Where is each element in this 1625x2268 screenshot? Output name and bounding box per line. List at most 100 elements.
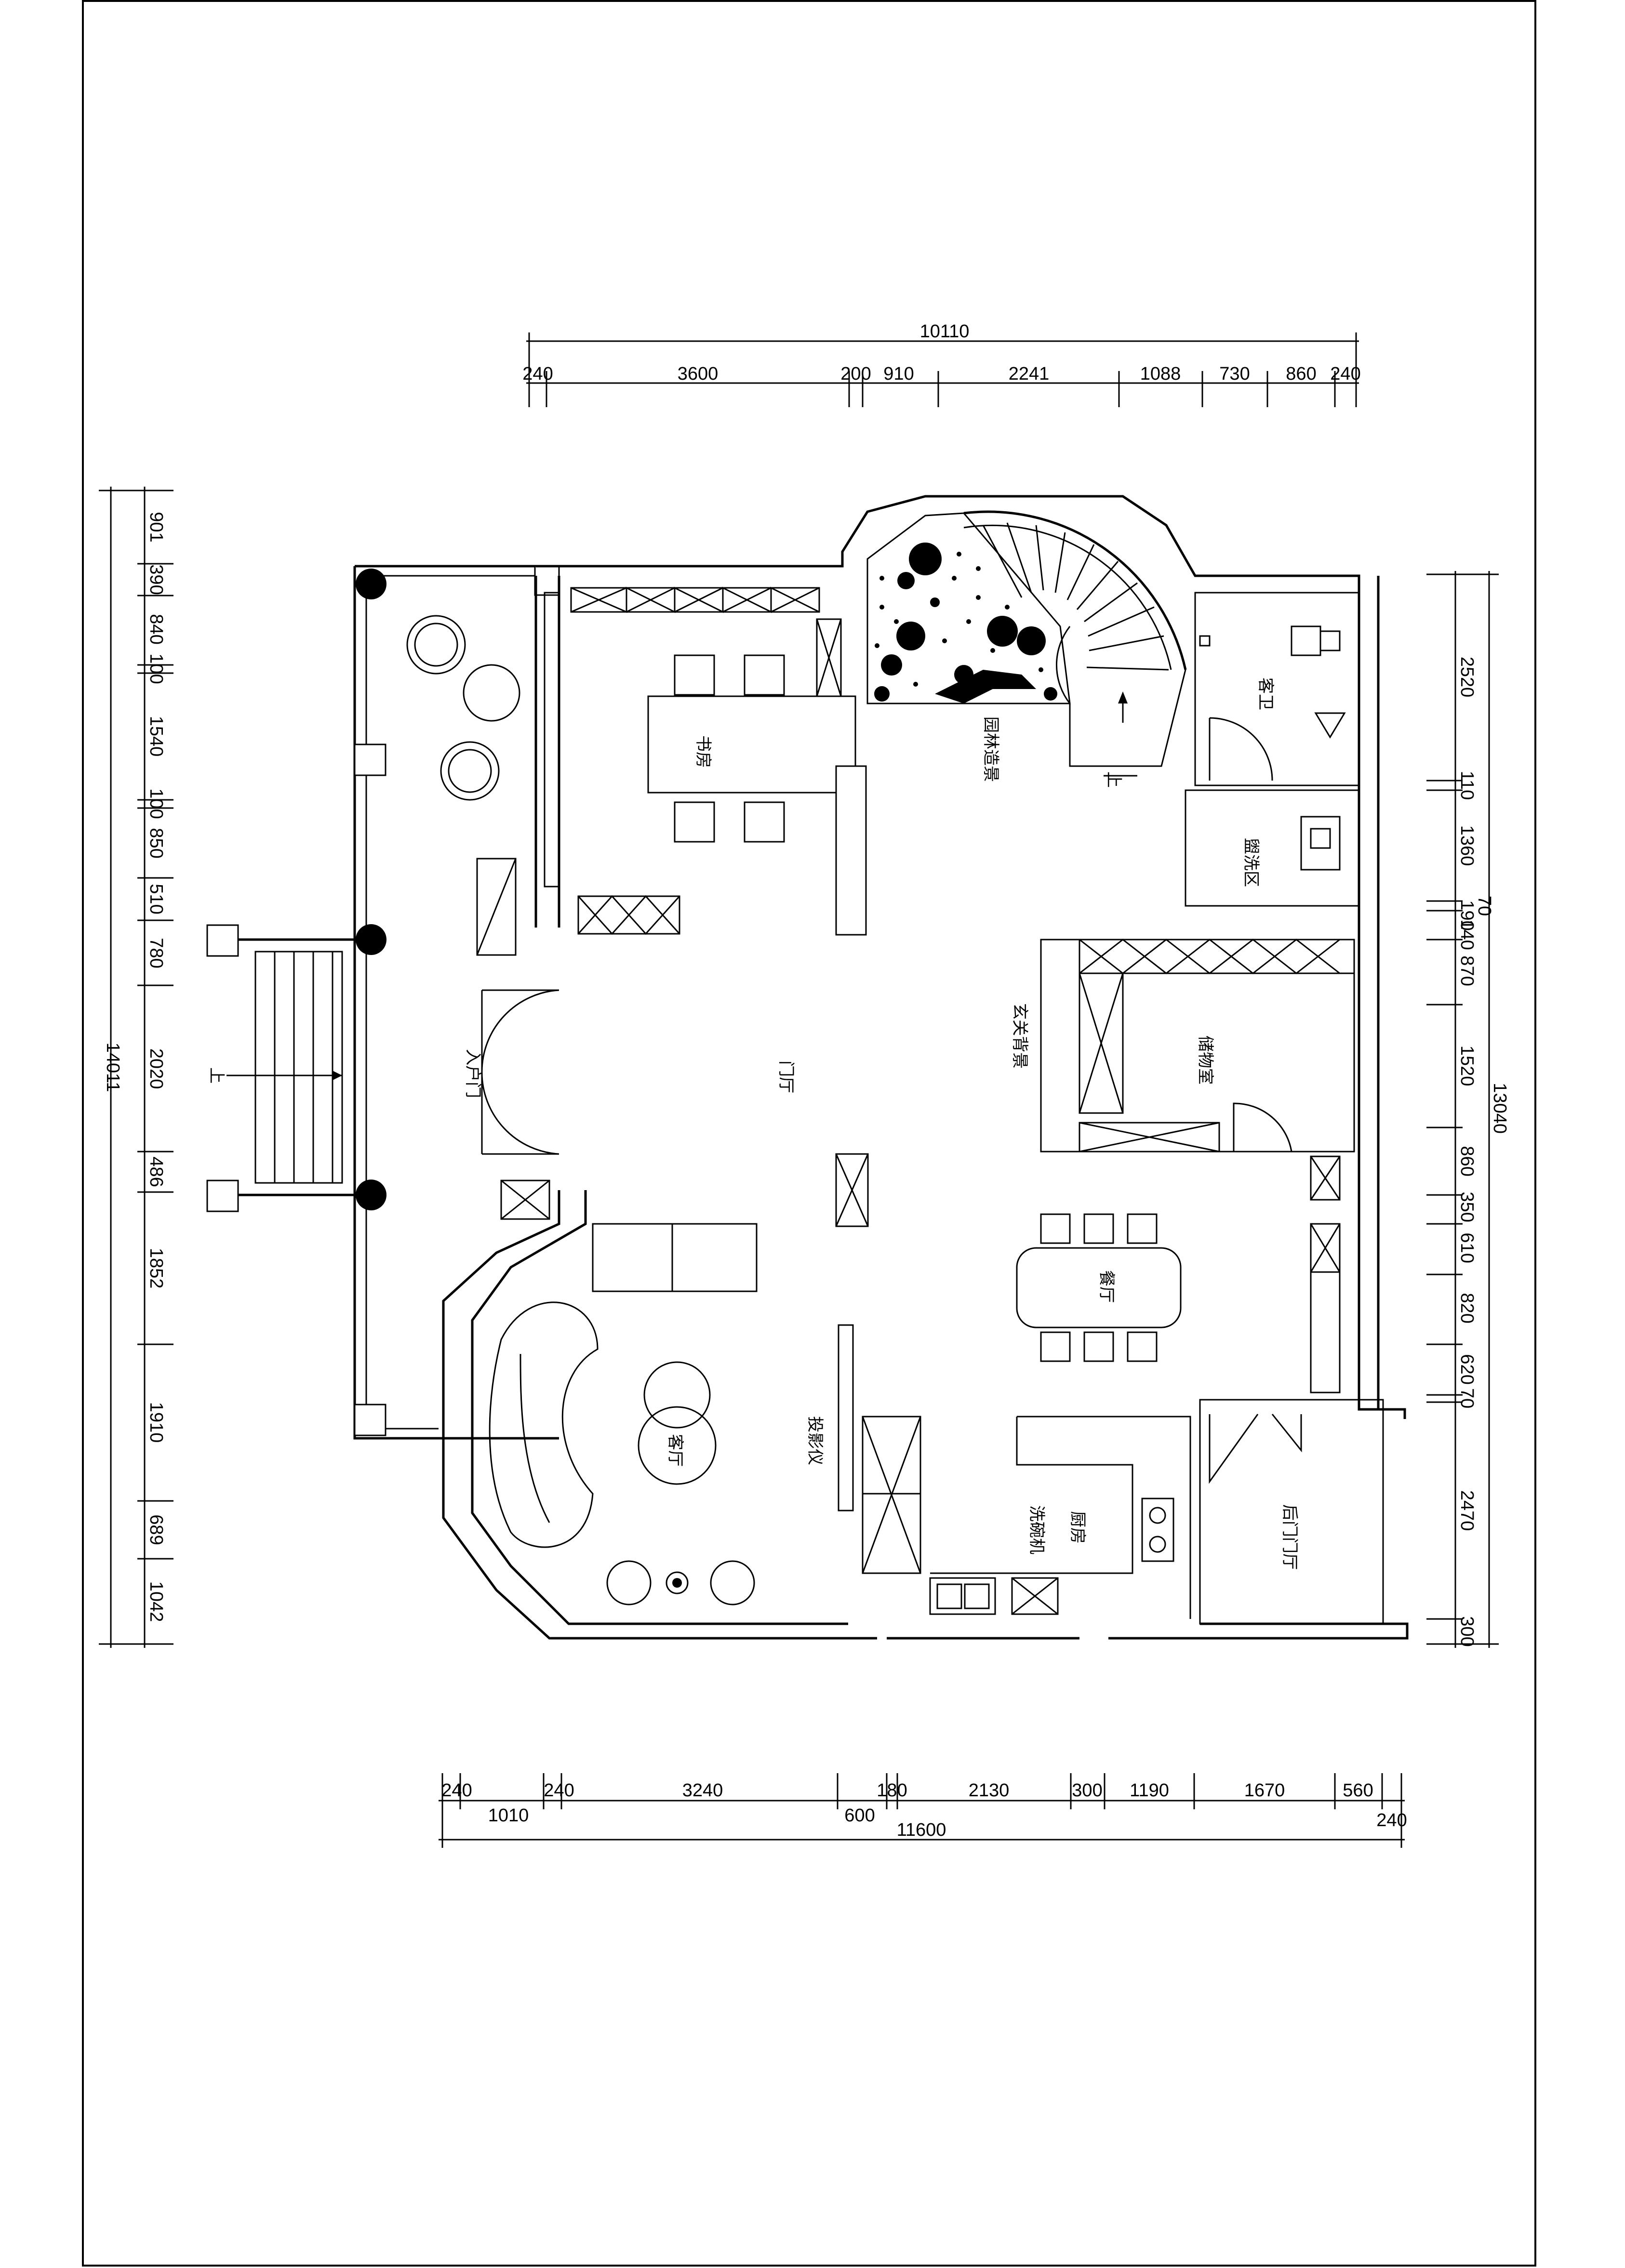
stair-up-label: 上 — [1104, 771, 1123, 788]
top-total-dimension: 10110 — [920, 321, 970, 342]
right-dim-11: 820 — [1457, 1293, 1477, 1323]
column — [356, 569, 386, 599]
right-dimension-chain: 13040 2520 110 1360 70 190 140 870 1520 … — [1426, 571, 1510, 1648]
projector-label: 投影仪 — [805, 1416, 825, 1465]
right-dim-2: 1360 — [1457, 825, 1477, 866]
dining-label: 餐厅 — [1097, 1270, 1116, 1303]
dining-room: 餐厅 — [1016, 1213, 1182, 1362]
right-dim-0: 2520 — [1457, 657, 1477, 698]
kitchen: 厨房 洗碗机 — [929, 1416, 1191, 1619]
right-dim-1: 110 — [1457, 771, 1477, 800]
right-dim-14: 2470 — [1457, 1490, 1477, 1531]
top-dimension-chain: 10110 240 3600 200 910 2241 1088 730 860… — [522, 321, 1361, 407]
left-dim-3: 100 — [146, 653, 166, 684]
left-dim-12: 1910 — [146, 1402, 166, 1443]
top-dim-8: 240 — [1330, 364, 1360, 384]
left-dim-14: 1042 — [146, 1581, 166, 1622]
bottom-dim-8: 560 — [1343, 1780, 1373, 1801]
bottom-dim-4: 2130 — [969, 1780, 1010, 1801]
entrance-steps: 上 — [206, 924, 357, 1212]
dishwasher-label: 洗碗机 — [1027, 1505, 1046, 1554]
right-dim-5: 140 — [1457, 919, 1477, 950]
spiral-staircase: 上 — [963, 510, 1187, 788]
study-label: 书房 — [693, 735, 713, 768]
right-dim-12: 620 — [1457, 1354, 1477, 1384]
top-dim-7: 860 — [1286, 364, 1316, 384]
foyer: 门厅 — [500, 1061, 869, 1227]
left-dim-8: 780 — [146, 938, 166, 968]
guest-bathroom: 客卫 — [1194, 592, 1360, 786]
right-dim-3: 70 — [1474, 896, 1494, 916]
top-dim-3: 910 — [883, 364, 914, 384]
washroom: 盥洗区 — [1185, 789, 1360, 907]
storage-label: 储物室 — [1196, 1035, 1215, 1085]
left-dim-10: 486 — [146, 1156, 166, 1187]
column — [356, 924, 386, 955]
front-steps-up-label: 上 — [207, 1067, 226, 1084]
top-dim-5: 1088 — [1140, 364, 1181, 384]
study-room: 书房 — [544, 586, 867, 936]
left-dim-11: 1852 — [146, 1248, 166, 1289]
kitchen-label: 厨房 — [1068, 1511, 1087, 1544]
right-dim-13: 70 — [1457, 1388, 1477, 1408]
sheet-border — [82, 0, 1536, 2267]
bottom-sub-dim-0: 1010 — [488, 1805, 529, 1826]
bottom-sub-dim-2: 240 — [1376, 1810, 1407, 1830]
guest-bath-label: 客卫 — [1256, 677, 1275, 710]
right-dim-15: 300 — [1457, 1616, 1477, 1646]
left-dim-4: 1540 — [146, 716, 166, 757]
right-dim-8: 860 — [1457, 1146, 1477, 1176]
bottom-dim-5: 300 — [1072, 1780, 1102, 1801]
bottom-dim-3: 180 — [877, 1780, 907, 1801]
left-dim-9: 2020 — [146, 1048, 166, 1089]
top-dim-1: 3600 — [678, 364, 719, 384]
foyer-label: 门厅 — [776, 1061, 796, 1093]
left-dim-2: 840 — [146, 614, 166, 644]
right-dim-4: 190 — [1457, 900, 1477, 930]
right-dimension-labels: 2520 110 1360 70 190 140 870 1520 860 35… — [1457, 657, 1494, 1647]
storage-room: 储物室 玄关背景 — [1010, 939, 1355, 1153]
top-dim-2: 200 — [840, 364, 871, 384]
washroom-label: 盥洗区 — [1241, 838, 1261, 887]
bottom-dim-0: 240 — [441, 1780, 472, 1801]
back-door-hall: 后门门厅 — [1199, 1399, 1384, 1625]
bottom-dim-1: 240 — [544, 1780, 574, 1801]
left-dim-0: 901 — [146, 512, 166, 542]
exterior-walls — [442, 495, 1409, 1640]
column — [356, 1180, 386, 1210]
bottom-dim-7: 1670 — [1244, 1780, 1285, 1801]
entry-door[interactable]: 入户门 — [463, 989, 559, 1155]
living-label: 客厅 — [666, 1434, 685, 1467]
left-dimension-chain: 14011 901 390 840 100 1540 100 850 510 7… — [99, 487, 173, 1648]
garden-label: 园林造景 — [981, 716, 1000, 782]
top-dim-6: 730 — [1219, 364, 1250, 384]
top-dim-4: 2241 — [1009, 364, 1050, 384]
right-cabinets — [1310, 1155, 1341, 1393]
left-total-dimension: 14011 — [103, 1043, 123, 1092]
bottom-dim-2: 3240 — [682, 1780, 723, 1801]
left-dim-1: 390 — [146, 564, 166, 595]
entry-feature-label: 玄关背景 — [1010, 1003, 1029, 1069]
bottom-dim-6: 1190 — [1130, 1780, 1169, 1801]
top-dim-0: 240 — [522, 364, 553, 384]
garden-landscape: 园林造景 — [866, 512, 1071, 782]
right-dim-6: 870 — [1457, 955, 1477, 986]
living-room: 客厅 投影仪 — [489, 1223, 921, 1605]
back-hall-label: 后门门厅 — [1280, 1504, 1299, 1570]
left-dim-7: 510 — [146, 884, 166, 914]
terrace-railing — [353, 565, 560, 1440]
left-dim-6: 850 — [146, 828, 166, 858]
right-total-dimension: 13040 — [1490, 1083, 1510, 1134]
left-dimension-labels: 901 390 840 100 1540 100 850 510 780 202… — [146, 512, 166, 1622]
left-dim-5: 100 — [146, 788, 166, 819]
right-dim-9: 350 — [1457, 1192, 1477, 1222]
right-dim-10: 610 — [1457, 1233, 1477, 1263]
right-dim-7: 1520 — [1457, 1046, 1477, 1087]
entry-door-label: 入户门 — [463, 1049, 482, 1098]
bottom-dimension-chain: 240 240 3240 180 2130 300 1190 1670 560 … — [439, 1773, 1407, 1848]
left-dim-13: 689 — [146, 1514, 166, 1545]
bottom-total-dimension: 11600 — [897, 1820, 946, 1840]
bottom-sub-dim-1: 600 — [844, 1805, 875, 1826]
terrace-furniture — [406, 615, 520, 956]
